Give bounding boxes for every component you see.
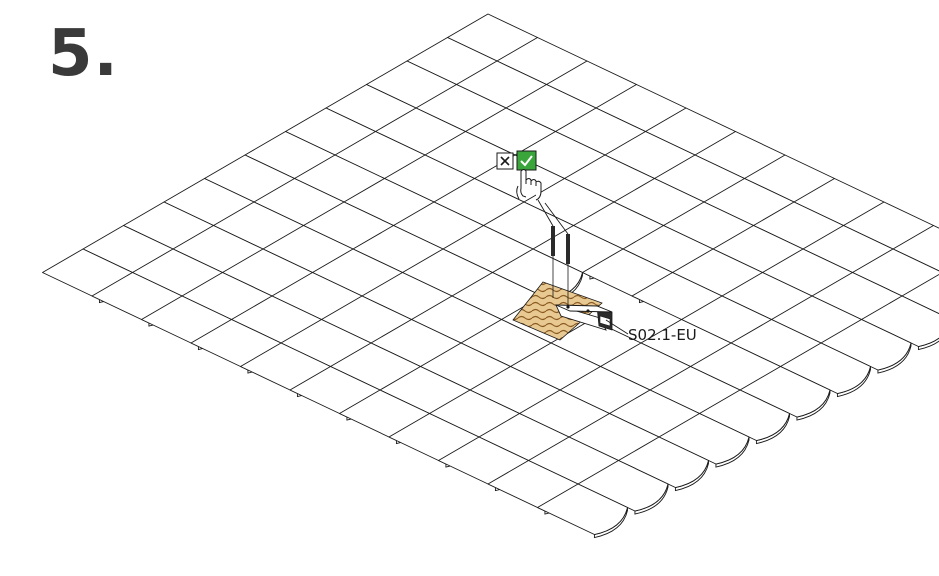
roof-tiles <box>42 13 939 539</box>
cross-icon <box>496 152 514 170</box>
screw-icon <box>537 199 570 306</box>
step-number: 5. <box>48 17 119 91</box>
roof-tile <box>901 274 939 315</box>
device-S02-1-EU: S02.1-EU <box>555 304 697 344</box>
roof-tile <box>537 483 628 535</box>
roof-tile <box>780 342 871 394</box>
roof-opening <box>512 281 603 341</box>
roof-tile <box>820 319 912 371</box>
roof-tile <box>577 460 669 512</box>
roof-tile <box>618 436 709 488</box>
pointing-hand-icon <box>516 169 542 201</box>
confirmation-box <box>496 150 537 171</box>
roof-tile <box>739 366 831 418</box>
device-label: S02.1-EU <box>628 326 697 344</box>
check-icon <box>516 150 537 171</box>
roof-tile <box>699 389 790 441</box>
timber-batten <box>512 281 603 341</box>
roof-tile <box>658 413 750 465</box>
roof-tile <box>892 225 939 272</box>
